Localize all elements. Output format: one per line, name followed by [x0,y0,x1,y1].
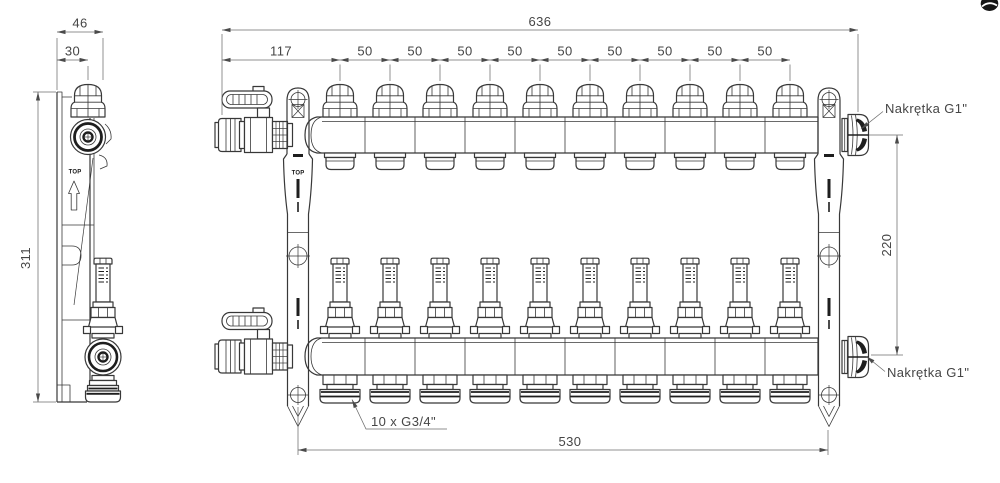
flow-meter [769,257,811,339]
bottom-outlets-row [319,374,811,404]
dim-height: 311 [18,247,33,269]
flow-meter [419,257,461,339]
flow-meter [469,257,511,339]
ball-valve-top-left [214,85,294,154]
flow-meter [519,257,561,339]
valve-cap [572,83,608,118]
flow-meter [719,257,761,339]
valve-cap [522,83,558,118]
dim-spacing: 50 [707,44,722,59]
top-outlet [523,152,557,171]
dim-axis-spacing: 220 [879,234,894,257]
top-outlet [623,152,657,171]
valve-body-side [84,338,122,403]
valve-cap-side [70,83,106,118]
valve-cap [472,83,508,118]
valve-cap [722,83,758,118]
mounting-bracket-right [813,86,845,428]
manifold-bottom-bar [304,337,819,376]
top-outlet [723,152,757,171]
dimensions: 46 30 311 636 117 50 50 5 [18,14,969,455]
top-marking-side: TOP [69,170,82,176]
label-outlets: 10 x G3/4" [371,414,436,429]
union-nut-top-right [841,113,870,157]
dim-spacing: 50 [507,44,522,59]
dim-first-offset: 117 [270,44,292,59]
bottom-outlet [319,374,361,404]
top-outlet [323,152,357,171]
dim-spacing: 50 [607,44,622,59]
top-outlet [773,152,807,171]
dim-spacing: 50 [457,44,472,59]
valve-cap [422,83,458,118]
bottom-outlet [519,374,561,404]
dim-bracket-span: 530 [559,434,582,449]
top-marking-front: TOP [292,171,305,177]
flow-meter-side [82,257,124,339]
bottom-outlet [619,374,661,404]
label-nut-bottom: Nakrętka G1" [887,365,969,380]
bottom-outlet [719,374,761,404]
bottom-outlet [769,374,811,404]
manifold-top-bar [304,116,819,154]
flow-meters-row [319,257,811,339]
flow-meter [369,257,411,339]
dim-depth: 46 [72,16,87,31]
side-view: TOP [56,83,124,403]
flow-meter [619,257,661,339]
valve-cap [622,83,658,118]
mounting-plate-side [56,91,95,403]
front-view: TOP [214,83,870,428]
top-outlets-row [323,152,807,171]
valve-cap [322,83,358,118]
logo-fragment [980,0,999,11]
dim-spacing: 50 [357,44,372,59]
top-outlet [473,152,507,171]
bottom-outlet [469,374,511,404]
top-outlet [573,152,607,171]
up-arrow-icon [68,180,80,211]
bottom-outlet [569,374,611,404]
label-nut-top: Nakrętka G1" [885,101,967,116]
union-nut-bottom-right [841,335,870,379]
valve-caps-row [322,83,808,118]
bottom-outlet [419,374,461,404]
flow-meter [669,257,711,339]
dim-spacing: 50 [657,44,672,59]
dim-overall-width: 636 [529,14,552,29]
flow-meter [569,257,611,339]
handwheel-side [69,118,112,170]
ball-valve-bottom-left [214,307,294,375]
dim-spacing: 50 [757,44,772,59]
dim-valve-axis: 30 [65,44,80,59]
bottom-outlet [669,374,711,404]
top-outlet [373,152,407,171]
dim-spacing: 50 [407,44,422,59]
flow-meter [319,257,361,339]
valve-cap [372,83,408,118]
valve-cap [772,83,808,118]
valve-cap [672,83,708,118]
bottom-outlet [369,374,411,404]
top-outlet [673,152,707,171]
dim-spacing: 50 [557,44,572,59]
top-outlet [423,152,457,171]
